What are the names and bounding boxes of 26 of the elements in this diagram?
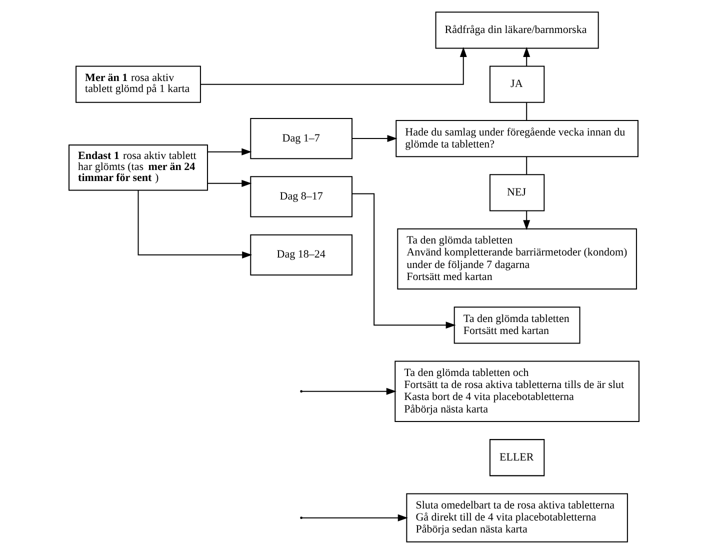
connector	[526, 156, 527, 174]
arrow	[302, 388, 396, 395]
node-box: Dag 18–24	[250, 234, 352, 276]
node-box: Hade du samlag under föregående vecka innan du glömde ta tabletten?	[395, 120, 638, 158]
arrow	[522, 210, 530, 230]
arrow	[302, 514, 408, 522]
node-box: ELLER	[488, 439, 544, 476]
arrow	[352, 135, 397, 142]
arrow	[207, 148, 252, 156]
connector	[526, 102, 527, 120]
arrow	[137, 190, 252, 258]
arrow	[352, 193, 456, 329]
node-box: Ta den glömda tabletten och Fortsätt ta de rosa aktiva tabletterna tills de är slut Kasta bort de 4 vita placebotabletterna Påbörja nästa karta	[394, 360, 639, 422]
arrow	[200, 46, 466, 85]
node-box: Dag 8–17	[250, 176, 352, 218]
node-box: Ta den glömda tabletten Använd kompletterande barriärmetoder (kondom) under de följande 7 dagarna Fortsätt med kartan	[396, 228, 636, 290]
node-box: NEJ	[488, 174, 544, 212]
node-box: JA	[488, 66, 544, 103]
node-box: Rådfråga din läkare/barnmorska	[434, 12, 598, 49]
arrow	[522, 46, 530, 66]
node-box: Mer än 1 rosa aktiv tablett glömd på 1 karta	[75, 66, 200, 103]
arrow	[207, 180, 252, 187]
node-box: Ta den glömda tabletten Fortsätt med kartan	[453, 306, 580, 344]
node-box: Endast 1 rosa aktiv tablett har glömts (tas mer än 24 timmar för sent)	[68, 144, 208, 191]
node-box: Sluta omedelbart ta de rosa aktiva tabletterna Gå direkt till de 4 vita placebotabletterna Påbörja sedan nästa karta	[406, 493, 628, 542]
node-box: Dag 1–7	[250, 118, 352, 160]
